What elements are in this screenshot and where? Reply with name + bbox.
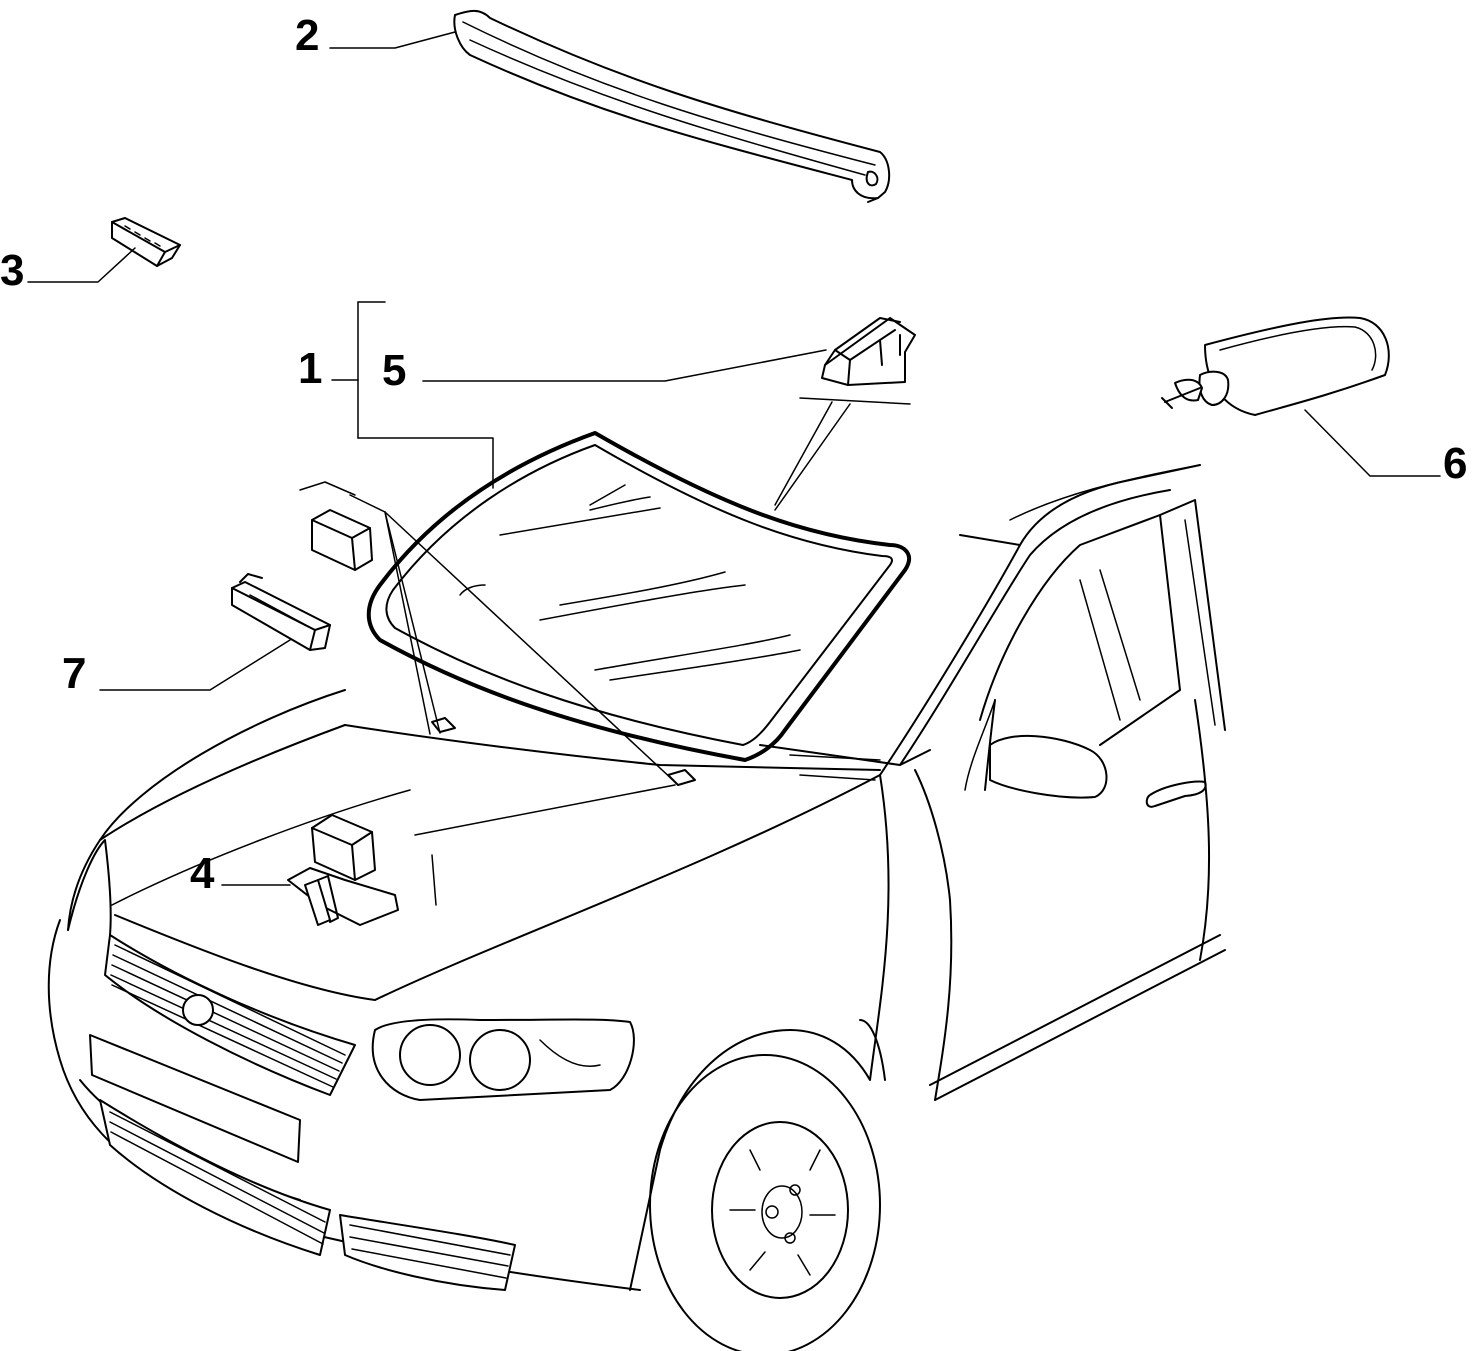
callout-6: 6 bbox=[1443, 439, 1467, 488]
callout-7: 7 bbox=[62, 649, 86, 698]
windscreen-assembly-icon bbox=[366, 431, 911, 762]
leader-lines bbox=[27, 31, 1441, 906]
channel-profile-icon bbox=[231, 573, 331, 651]
adhesive-cartridge-icon bbox=[1161, 316, 1390, 416]
callout-5: 5 bbox=[382, 346, 406, 395]
callout-4: 4 bbox=[190, 849, 215, 898]
callout-2: 2 bbox=[295, 11, 319, 60]
roof-seal-strip-icon bbox=[453, 9, 891, 203]
hood-clip-markers bbox=[431, 717, 696, 786]
locating-pad-icon bbox=[821, 317, 916, 386]
mounting-bracket-icon bbox=[287, 509, 399, 926]
car-body-icon bbox=[47, 464, 1226, 1351]
callout-3: 3 bbox=[0, 246, 24, 295]
spacer-block-icon bbox=[111, 217, 181, 267]
callout-1: 1 bbox=[298, 344, 322, 393]
